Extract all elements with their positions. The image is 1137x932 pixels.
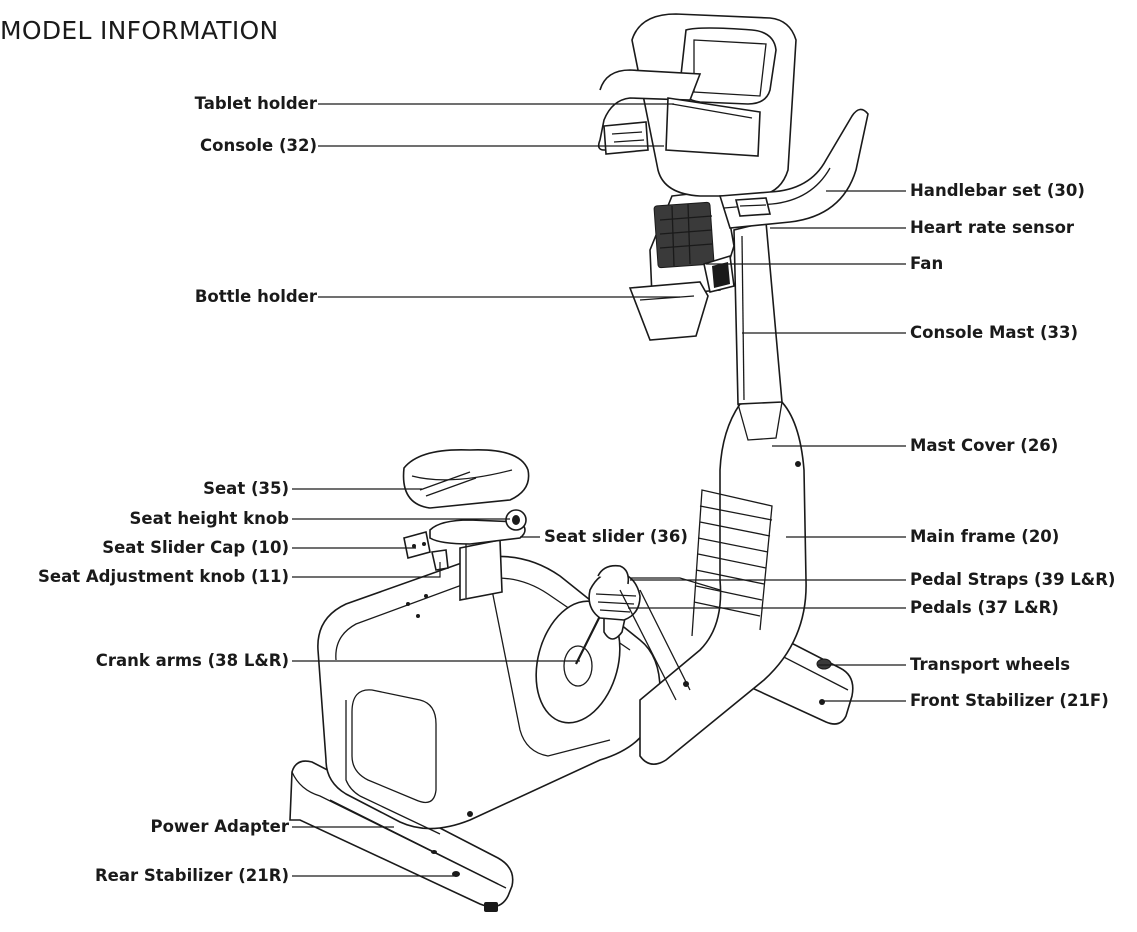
handlebar-drawing [718,108,869,229]
label-power-adapter: Power Adapter [150,817,290,836]
label-seat-adjustment-knob: Seat Adjustment knob (11) [38,567,289,586]
label-heart-rate-sensor: Heart rate sensor [910,218,1075,237]
page-title: MODEL INFORMATION [0,16,279,45]
label-tablet-holder: Tablet holder [194,94,317,113]
seat-drawing [402,449,530,601]
label-seat: Seat (35) [203,479,289,498]
label-front-stabilizer: Front Stabilizer (21F) [910,691,1109,710]
label-console-mast: Console Mast (33) [910,323,1078,342]
fan-bottle-drawing [628,189,735,341]
label-seat-height-knob: Seat height knob [129,509,290,528]
label-seat-slider: Seat slider (36) [544,527,688,546]
label-console: Console (32) [200,136,317,155]
label-mast-cover: Mast Cover (26) [910,436,1059,455]
label-seat-slider-cap: Seat Slider Cap (10) [102,538,289,557]
label-transport-wheels: Transport wheels [910,655,1071,674]
label-rear-stabilizer: Rear Stabilizer (21R) [94,866,289,885]
label-bottle-holder: Bottle holder [194,287,317,306]
label-handlebar-set: Handlebar set (30) [910,181,1085,200]
rear-stabilizer-drawing [289,760,514,912]
leader-lines-left [292,103,680,877]
label-pedals: Pedals (37 L&R) [910,598,1059,617]
label-fan: Fan [910,254,944,273]
label-main-frame: Main frame (20) [910,527,1060,546]
crank-drawing [535,564,721,724]
label-crank-arms: Crank arms (38 L&R) [95,651,289,670]
label-pedal-straps: Pedal Straps (39 L&R) [910,570,1116,589]
console-drawing [597,13,797,197]
leader-lines-right [628,190,906,702]
